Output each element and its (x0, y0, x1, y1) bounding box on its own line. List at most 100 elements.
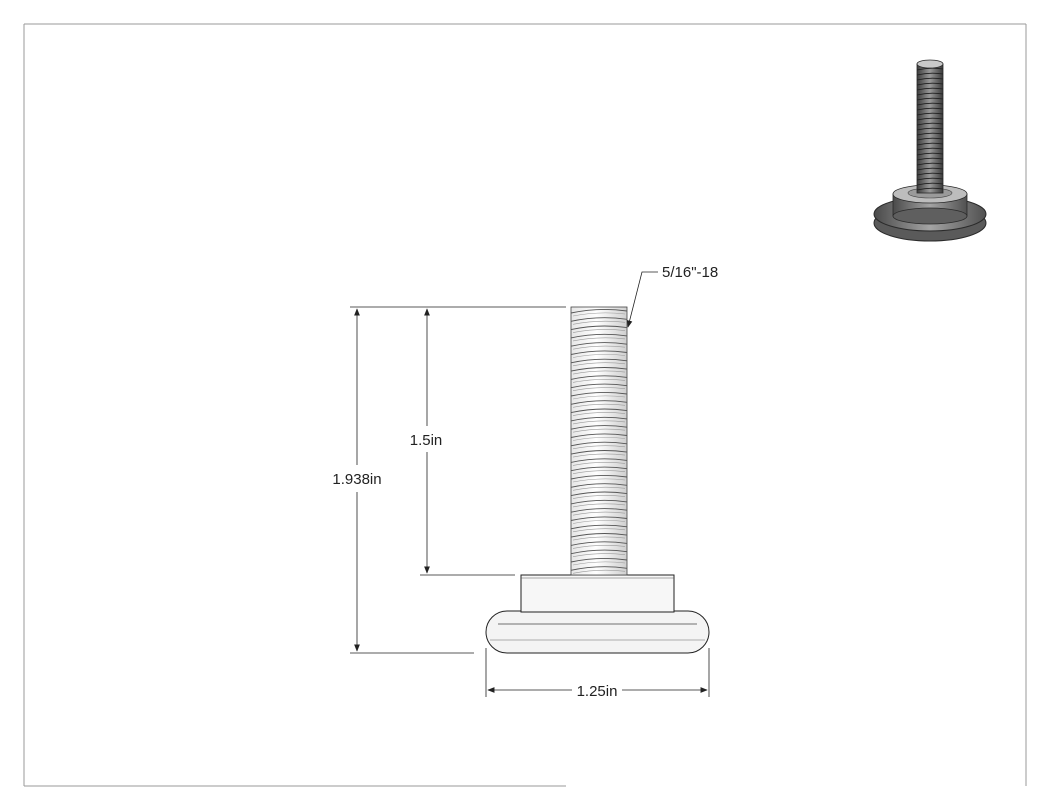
thread-root (572, 561, 626, 566)
thread-root (572, 428, 626, 433)
thread-root (572, 528, 626, 533)
thread-root (572, 445, 626, 450)
iso-thread (916, 92, 944, 96)
isometric-view (873, 59, 987, 242)
thread-crest (570, 516, 628, 521)
iso-thread (916, 82, 944, 86)
thread-crest (570, 474, 628, 480)
iso-thread (916, 87, 944, 91)
thread-crest (570, 549, 628, 555)
thread-crest (570, 317, 628, 322)
thread-root (572, 412, 626, 416)
thread-crest (570, 557, 628, 563)
thread-root (572, 354, 626, 358)
base-pad (485, 610, 710, 654)
collar (520, 574, 675, 613)
thread-crest (570, 350, 628, 355)
thread-root (572, 461, 626, 466)
iso-thread (916, 112, 944, 116)
thread-crest (570, 358, 628, 364)
thread-crest (570, 408, 628, 414)
thread-crest (570, 524, 628, 530)
thread-root (572, 403, 626, 408)
thread-crest (570, 400, 628, 405)
thread-crest (570, 450, 628, 455)
thread-root (572, 437, 626, 441)
thread-callout-label: 5/16"-18 (662, 264, 718, 281)
thread-root (572, 320, 626, 325)
iso-thread (916, 177, 944, 181)
iso-thread (916, 137, 944, 141)
thread-crest (570, 375, 628, 380)
iso-thread (916, 117, 944, 121)
thread-root (572, 387, 626, 391)
thread-root (572, 536, 626, 541)
thread-crest (570, 342, 628, 347)
iso-thread (916, 162, 944, 166)
thread-root (572, 470, 626, 474)
iso-thread (916, 187, 944, 191)
thread-crest (570, 541, 628, 546)
iso-thread (916, 142, 944, 146)
thread-root (572, 329, 626, 333)
thread-crest (570, 425, 628, 430)
sheet-border (23, 23, 1027, 787)
thread-lines (570, 308, 628, 574)
iso-thread (916, 167, 944, 171)
iso-thread (916, 147, 944, 151)
thread-root (572, 395, 626, 400)
thread-root (572, 553, 626, 557)
thread-root (572, 312, 626, 317)
iso-thread (916, 102, 944, 106)
iso-thread (916, 72, 944, 76)
iso-thread (916, 77, 944, 81)
thread-root (572, 337, 626, 342)
thread-crest (570, 308, 628, 314)
thread-crest (570, 566, 628, 571)
thread-root (572, 478, 626, 483)
front-view (485, 306, 710, 654)
iso-thread (916, 172, 944, 176)
thread-crest (570, 391, 628, 397)
base-diameter-label: 1.25in (577, 683, 618, 700)
thread-crest (570, 533, 628, 538)
iso-thread (916, 122, 944, 126)
thread-crest (570, 325, 628, 331)
thread-root (572, 569, 626, 574)
thread-crest (570, 491, 628, 497)
thread-crest (570, 441, 628, 447)
iso-thread (916, 127, 944, 131)
thread-crest (570, 466, 628, 472)
thread-crest (570, 508, 628, 513)
thread-length-label: 1.5in (410, 432, 443, 449)
iso-thread (916, 97, 944, 101)
thread-crest (570, 458, 628, 463)
threaded-stud (570, 306, 628, 576)
thread-crest (570, 416, 628, 422)
iso-thread (916, 132, 944, 136)
thread-root (572, 370, 626, 375)
dimensions (350, 271, 710, 697)
thread-crest (570, 333, 628, 339)
thread-root (572, 544, 626, 549)
thread-root (572, 453, 626, 458)
thread-crest (570, 367, 628, 372)
thread-crest (570, 433, 628, 438)
iso-thread (916, 107, 944, 111)
thread-root (572, 345, 626, 350)
thread-root (572, 503, 626, 508)
thread-crest (570, 499, 628, 505)
thread-root (572, 420, 626, 425)
thread-crest (570, 383, 628, 389)
thread-crest (570, 483, 628, 488)
iso-thread (916, 157, 944, 161)
thread-root (572, 362, 626, 367)
thread-root (572, 520, 626, 524)
iso-thread (916, 152, 944, 156)
thread-root (572, 378, 626, 383)
thread-root (572, 486, 626, 491)
thread-root (572, 495, 626, 499)
iso-thread (916, 182, 944, 186)
overall-height-label: 1.938in (332, 471, 381, 488)
